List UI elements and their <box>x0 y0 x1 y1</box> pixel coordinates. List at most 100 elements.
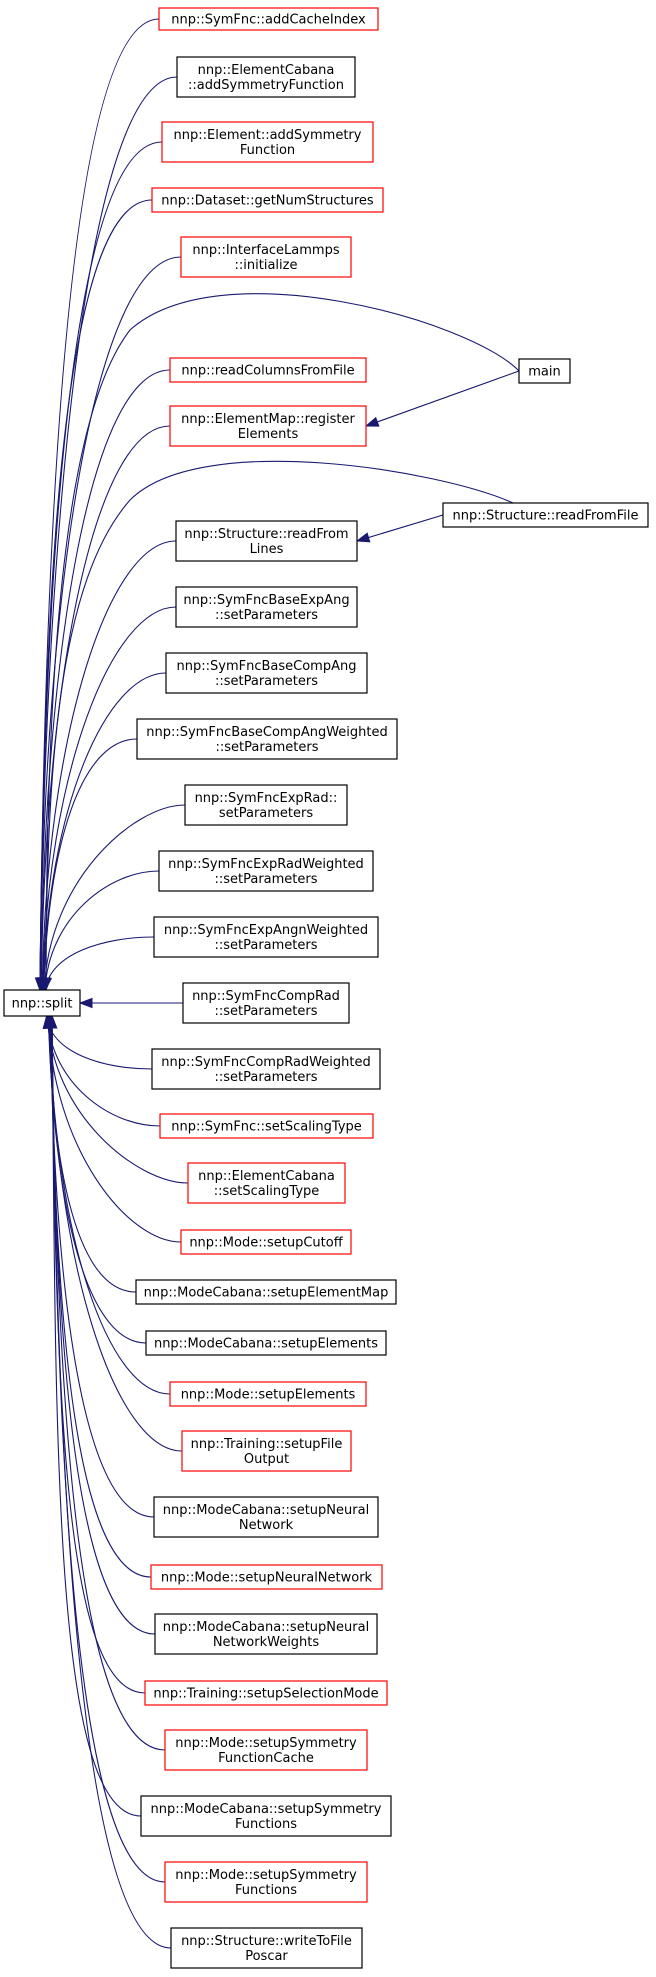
edge-sbcaw_setParameters-to-split <box>38 738 138 992</box>
edge-line <box>39 199 153 991</box>
node-label: nnp::Structure::writeToFile <box>181 1934 352 1949</box>
graph-node-setupSelectionMode[interactable]: nnp::Training::setupSelectionMode <box>144 1680 388 1706</box>
node-label: nnp::ModeCabana::setupSymmetry <box>151 1802 382 1817</box>
node-box <box>150 1564 383 1590</box>
node-box <box>151 187 384 213</box>
graph-node-m_setupNeuralNetwork[interactable]: nnp::Mode::setupNeuralNetwork <box>150 1564 383 1590</box>
graph-node-ser_setParameters[interactable]: nnp::SymFncExpRad::setParameters <box>184 784 348 826</box>
node-label: nnp::SymFncExpRad:: <box>195 791 338 806</box>
node-label: nnp::ModeCabana::setupNeural <box>163 1620 369 1635</box>
node-label: Output <box>244 1452 289 1467</box>
node-label: nnp::SymFncBaseCompAng <box>177 659 357 674</box>
node-box <box>182 982 350 1024</box>
graph-node-sf_setScalingType[interactable]: nnp::SymFnc::setScalingType <box>159 1113 374 1139</box>
graph-node-getNumStructures[interactable]: nnp::Dataset::getNumStructures <box>151 187 384 213</box>
node-label: ::setScalingType <box>214 1184 320 1199</box>
node-label: nnp::ElementMap::register <box>181 412 355 427</box>
edge-ec_setScalingType-to-split <box>42 1014 189 1184</box>
node-label: Network <box>239 1518 294 1533</box>
node-label: ::setParameters <box>215 608 318 623</box>
edge-line <box>40 425 171 991</box>
node-label: nnp::InterfaceLammps <box>192 243 339 258</box>
graph-node-seaw_setParameters[interactable]: nnp::SymFncExpAngnWeighted::setParameter… <box>153 916 379 958</box>
node-label: nnp::SymFnc::setScalingType <box>171 1120 362 1135</box>
graph-node-scr_setParameters[interactable]: nnp::SymFncCompRad::setParameters <box>182 982 350 1024</box>
graph-node-mc_setupElements[interactable]: nnp::ModeCabana::setupElements <box>145 1330 387 1356</box>
node-label: nnp::readColumnsFromFile <box>181 364 354 379</box>
graph-node-scrw_setParameters[interactable]: nnp::SymFncCompRadWeighted::setParameter… <box>151 1048 381 1090</box>
graph-node-sbca_setParameters[interactable]: nnp::SymFncBaseCompAng::setParameters <box>165 652 368 694</box>
graph-node-serw_setParameters[interactable]: nnp::SymFncExpRadWeighted::setParameters <box>158 850 374 892</box>
node-label: ::setParameters <box>215 740 318 755</box>
graph-node-sbcaw_setParameters[interactable]: nnp::SymFncBaseCompAngWeighted::setParam… <box>136 718 398 760</box>
root-node-split[interactable]: nnp::split <box>3 989 81 1017</box>
edge-line <box>40 369 171 991</box>
graph-node-el_addSymmetryFunction[interactable]: nnp::Element::addSymmetryFunction <box>161 121 374 163</box>
edge-scr_setParameters-to-split <box>78 997 183 1009</box>
graph-node-readFromFile[interactable]: nnp::Structure::readFromFile <box>442 502 649 528</box>
graph-node-m_setupElements[interactable]: nnp::Mode::setupElements <box>169 1381 367 1407</box>
node-label: ::initialize <box>235 258 298 273</box>
node-label: ::setParameters <box>215 674 318 689</box>
node-box <box>153 1496 379 1538</box>
edge-sf_setScalingType-to-split <box>42 1014 161 1127</box>
edge-line <box>51 1015 142 1817</box>
graph-node-lammps_initialize[interactable]: nnp::InterfaceLammps::initialize <box>180 236 352 278</box>
node-label: nnp::Training::setupSelectionMode <box>153 1687 378 1702</box>
edge-line <box>45 293 520 991</box>
graph-node-main[interactable]: main <box>518 358 571 384</box>
edge-line <box>39 141 163 991</box>
node-label: FunctionCache <box>218 1751 314 1766</box>
node-label: ::setParameters <box>214 938 317 953</box>
graph-node-mc_setupNeuralNetwork[interactable]: nnp::ModeCabana::setupNeuralNetwork <box>153 1496 379 1538</box>
edge-setupSymmetryFunctionCache-to-split <box>46 1014 166 1751</box>
node-label: Lines <box>250 542 284 557</box>
edge-line <box>46 1015 189 1184</box>
graph-node-sbea_setParameters[interactable]: nnp::SymFncBaseExpAng::setParameters <box>175 586 358 628</box>
edge-seaw_setParameters-to-split <box>41 936 155 992</box>
edge-registerElements-to-split <box>36 425 171 992</box>
edge-main-to-registerElements <box>364 370 520 427</box>
graph-node-addCacheIndex[interactable]: nnp::SymFnc::addCacheIndex <box>158 7 379 31</box>
node-label: ::addSymmetryFunction <box>188 78 344 93</box>
node-label: Elements <box>238 427 299 442</box>
edge-line <box>39 76 178 991</box>
node-box <box>170 1927 363 1969</box>
node-label: Function <box>240 143 295 158</box>
graph-node-readColumnsFromFile[interactable]: nnp::readColumnsFromFile <box>169 357 367 383</box>
node-box <box>180 236 352 278</box>
graph-node-mc_setupNeuralNetworkWeights[interactable]: nnp::ModeCabana::setupNeuralNetworkWeigh… <box>154 1613 378 1655</box>
edge-line <box>365 370 520 427</box>
graph-node-ec_setScalingType[interactable]: nnp::ElementCabana::setScalingType <box>187 1162 346 1204</box>
edge-line <box>39 256 182 991</box>
node-box <box>3 989 81 1017</box>
node-label: nnp::split <box>12 997 73 1012</box>
nodes-layer: nnp::split nnp::SymFnc::addCacheIndexnnp:… <box>3 7 649 1969</box>
node-label: NetworkWeights <box>213 1635 320 1650</box>
node-label: ::setParameters <box>214 1004 317 1019</box>
node-label: setParameters <box>219 806 314 821</box>
graph-node-mc_setupElementMap[interactable]: nnp::ModeCabana::setupElementMap <box>135 1279 397 1305</box>
node-label: nnp::ModeCabana::setupElements <box>154 1337 378 1352</box>
edge-line <box>43 804 186 991</box>
node-box <box>165 652 368 694</box>
node-box <box>144 1680 388 1706</box>
edge-line <box>41 540 177 991</box>
edge-line <box>49 1015 183 1452</box>
graph-node-setupCutoff[interactable]: nnp::Mode::setupCutoff <box>180 1229 352 1255</box>
node-box <box>151 1048 381 1090</box>
edge-addCacheIndex-to-split <box>34 18 160 992</box>
graph-node-ec_addSymmetryFunction[interactable]: nnp::ElementCabana::addSymmetryFunction <box>176 56 356 98</box>
node-box <box>175 586 358 628</box>
arrowhead <box>355 532 371 543</box>
node-box <box>158 7 379 31</box>
